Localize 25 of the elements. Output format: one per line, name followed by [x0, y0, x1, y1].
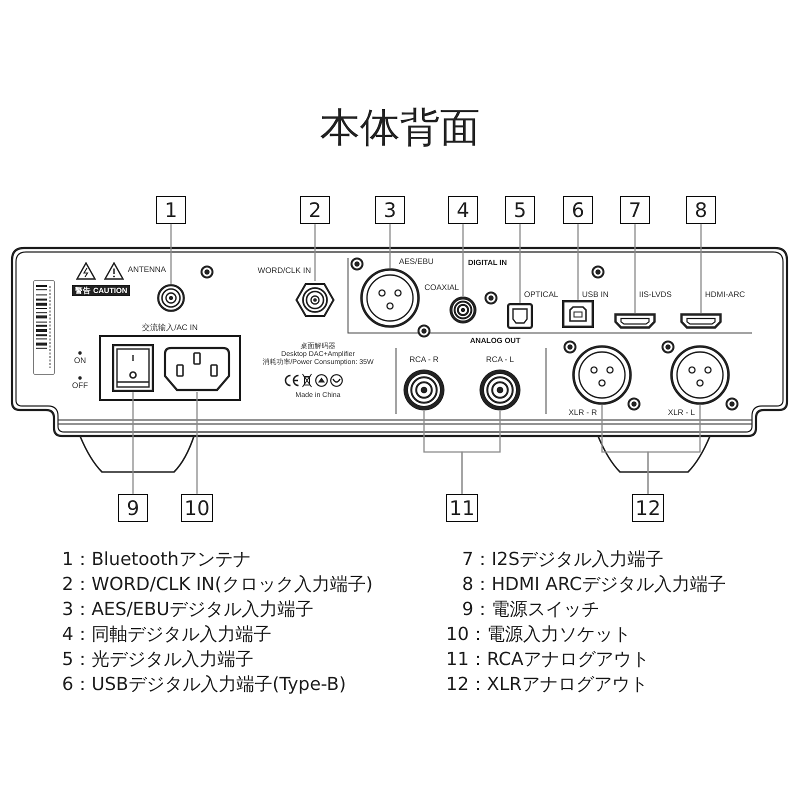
callout-number: 10	[181, 494, 213, 522]
legend-entry: 10：電源入力ソケット	[446, 624, 631, 646]
legend-entry: 7：I2Sデジタル入力端子	[462, 549, 664, 571]
callout-number: 4	[448, 196, 478, 224]
page-title: 本体背面	[320, 104, 480, 152]
legend-entry: 8：HDMI ARCデジタル入力端子	[462, 574, 726, 596]
callout-number: 2	[300, 196, 330, 224]
legend-entry: 5：光デジタル入力端子	[62, 649, 254, 671]
legend-entry: 12：XLRアナログアウト	[446, 674, 648, 696]
legend-entry: 6：USBデジタル入力端子(Type-B)	[62, 674, 346, 696]
legend-entry: 9：電源スイッチ	[462, 599, 600, 621]
legend-entry: 4：同軸デジタル入力端子	[62, 624, 272, 646]
legend-entry: 11：RCAアナログアウト	[446, 649, 650, 671]
callout-number: 5	[505, 196, 535, 224]
legend-entry: 3：AES/EBUデジタル入力端子	[62, 599, 314, 621]
callout-number: 1	[156, 196, 186, 224]
callout-number: 6	[563, 196, 593, 224]
callout-number: 11	[446, 494, 478, 522]
legend-entry: 2：WORD/CLK IN(クロック入力端子)	[62, 574, 373, 596]
callout-number: 12	[632, 494, 664, 522]
legend-entry: 1：Bluetoothアンテナ	[62, 549, 251, 571]
callout-number: 8	[686, 196, 716, 224]
callout-number: 9	[118, 494, 148, 522]
callout-number: 7	[620, 196, 650, 224]
callout-number: 3	[375, 196, 405, 224]
